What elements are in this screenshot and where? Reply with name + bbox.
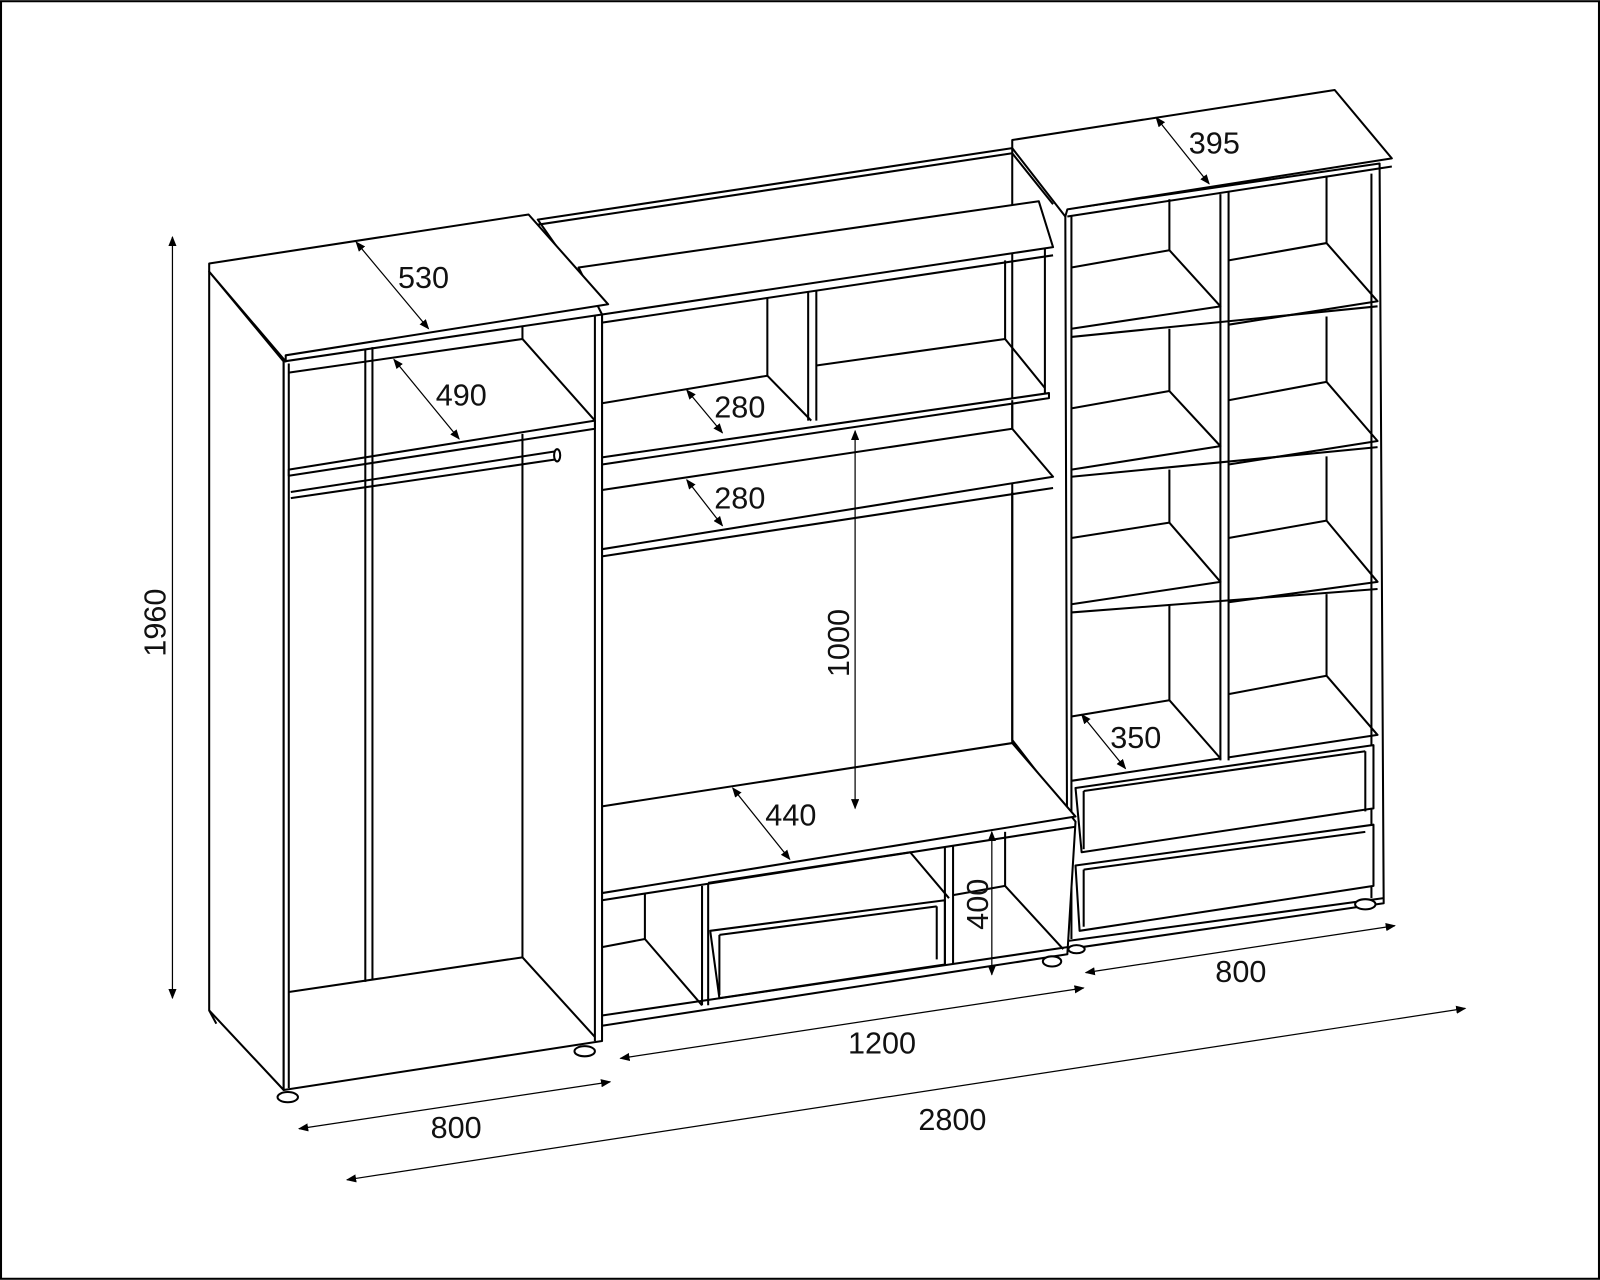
dim-tv-opening-height: 1000 <box>822 609 856 677</box>
dim-left-top-depth: 530 <box>398 261 449 295</box>
shelves <box>1071 242 1379 782</box>
dimension-lines <box>168 116 1467 1183</box>
dim-middle-upper-shelf-depth: 280 <box>714 481 765 515</box>
dim-overall-height: 1960 <box>138 589 172 657</box>
dim-middle-base-height: 400 <box>961 879 995 930</box>
dim-middle-width: 1200 <box>848 1026 916 1060</box>
dim-right-top-depth: 395 <box>1189 126 1240 160</box>
left-wardrobe <box>208 213 610 1104</box>
dim-middle-top-shelf-depth: 280 <box>714 391 765 425</box>
dim-middle-base-depth: 440 <box>765 799 816 833</box>
dimension-labels: 1960 530 490 280 280 1000 440 400 395 35… <box>138 126 1266 1145</box>
middle-tv-unit <box>536 147 1077 1027</box>
dim-left-width: 800 <box>431 1111 482 1145</box>
dim-right-shelf-depth: 350 <box>1110 721 1161 755</box>
hanging-rail <box>290 448 562 500</box>
dim-overall-width: 2800 <box>918 1103 986 1137</box>
drawers <box>1074 744 1375 932</box>
dim-left-inner-depth: 490 <box>436 378 487 412</box>
dim-right-width: 800 <box>1215 955 1266 989</box>
